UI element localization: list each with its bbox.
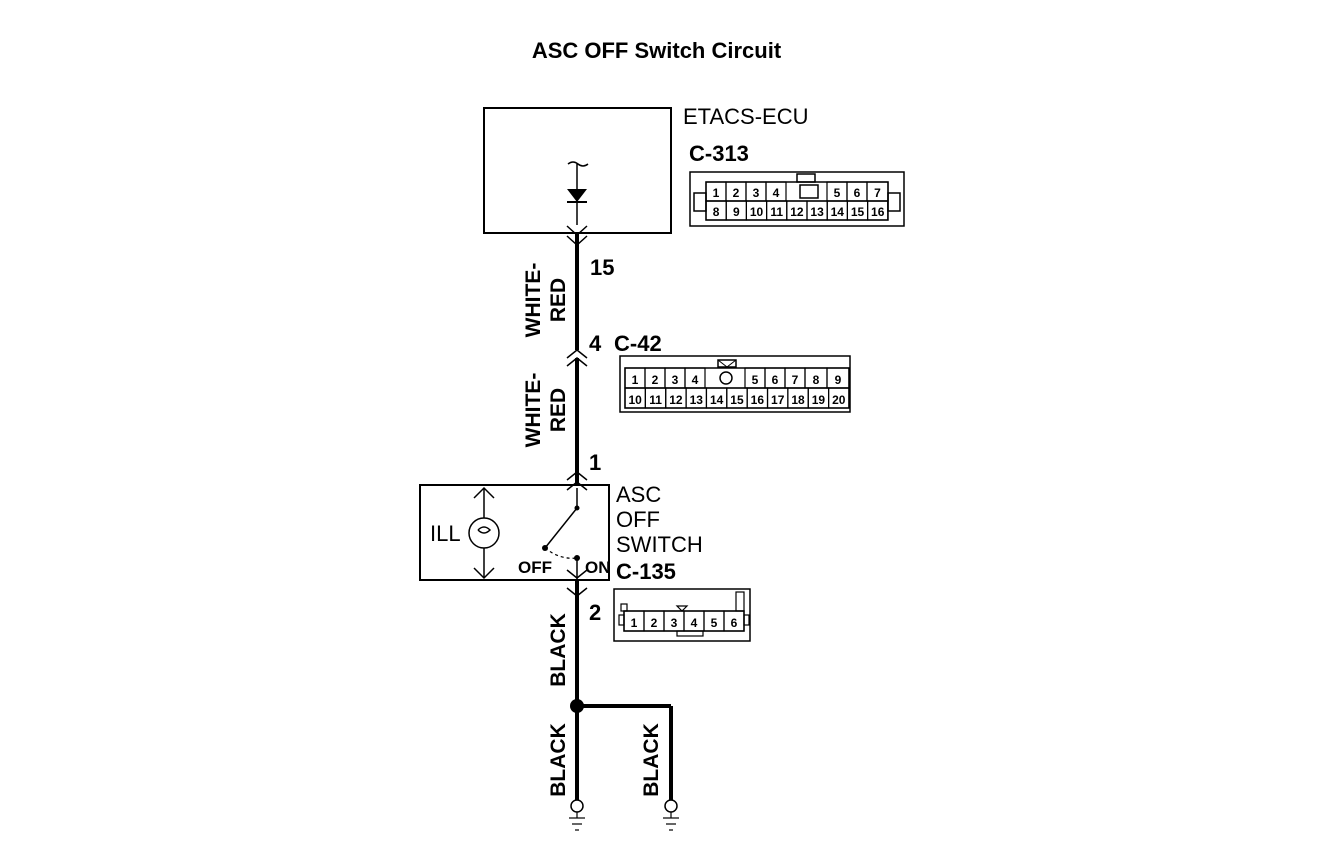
wire-color-ground-left: BLACK [547,723,570,797]
c313-pin-number: 4 [773,186,780,200]
ecu-name: ETACS-ECU [683,104,809,129]
c42-pin-number: 12 [669,393,683,407]
wire-color-ground-right: BLACK [640,723,663,797]
diagram-title: ASC OFF Switch Circuit [531,38,782,63]
c313-pin-number: 16 [871,205,885,219]
c42-pin-number: 6 [772,373,779,387]
c42-connector-label: C-42 [614,331,662,356]
c42-pin-number: 5 [752,373,759,387]
on-label: ON [585,558,611,577]
c42-pin-number: 20 [832,393,846,407]
c42-pin-number: 16 [751,393,765,407]
switch-name-line2: OFF [616,507,660,532]
c42-pin-number: 3 [672,373,679,387]
c42-pin-number: 1 [632,373,639,387]
c135-pin-number: 2 [651,616,658,630]
c42-pin-number: 10 [629,393,643,407]
c313-pin-number: 1 [713,186,720,200]
c313-pin-number: 14 [831,205,845,219]
terminal-chevron-ecu [566,225,588,247]
ground-right-icon [663,799,679,831]
off-label: OFF [518,558,552,577]
c313-pin-number: 15 [851,205,865,219]
c313-pin-number: 10 [750,205,764,219]
c313-pin-number: 7 [874,186,881,200]
switch-terminal-top: 1 [589,450,601,475]
c135-pin-number: 5 [711,616,718,630]
switch-name-line3: SWITCH [616,532,703,557]
c42-pin-cell [827,387,850,409]
c135-pin-number: 6 [731,616,738,630]
c42-pin-number: 9 [835,373,842,387]
c42-pin-number: 18 [791,393,805,407]
c313-pin-number: 13 [810,205,824,219]
wire-color-upper1-line2: RED [547,278,570,322]
c42-pin-number: 7 [792,373,799,387]
wire-color-upper2-line2: RED [547,388,570,432]
wire-color-upper1-line1: WHITE- [522,263,545,338]
terminal-chevron-c42 [566,349,588,367]
ill-label: ILL [430,521,461,546]
wire-color-upper2-line1: WHITE- [522,373,545,448]
c135-pin-number: 1 [631,616,638,630]
switch-connector: C-135 [616,559,676,584]
c313-pin-number: 11 [770,205,783,219]
switch-terminal-bottom: 2 [589,600,601,625]
c42-pin-number: 17 [771,393,785,407]
wire-color-lower: BLACK [547,613,570,687]
c313-pin-number: 8 [713,205,720,219]
c313-pin-cell [866,200,889,221]
c135-pin-cell [723,610,745,632]
ecu-connector: C-313 [689,141,749,166]
c313-pin-number: 2 [733,186,740,200]
c42-pin-number: 11 [649,393,662,407]
diode-icon [567,189,587,202]
c42-pin-number: 13 [690,393,704,407]
c313-pin-number: 12 [790,205,804,219]
c313-pin-number: 9 [733,205,740,219]
c313-pin-number: 3 [753,186,760,200]
c42-pin-number: 19 [812,393,826,407]
c42-pin-number: 2 [652,373,659,387]
c42-pin-number: 14 [710,393,724,407]
c42-terminal-number: 4 [589,331,602,356]
switch-name-line1: ASC [616,482,661,507]
c135-pin-number: 3 [671,616,678,630]
c42-pin-number: 4 [692,373,699,387]
c42-pin-number: 8 [813,373,820,387]
ground-left-icon [569,799,585,831]
c313-pin-number: 6 [854,186,861,200]
c42-pin-number: 15 [730,393,744,407]
c313-pin-number: 5 [834,186,841,200]
switch-box [419,484,610,581]
ecu-terminal-number: 15 [590,255,614,280]
c135-pin-number: 4 [691,616,698,630]
switch-contact [544,507,578,549]
terminal-chevron-switch-top [566,471,588,491]
